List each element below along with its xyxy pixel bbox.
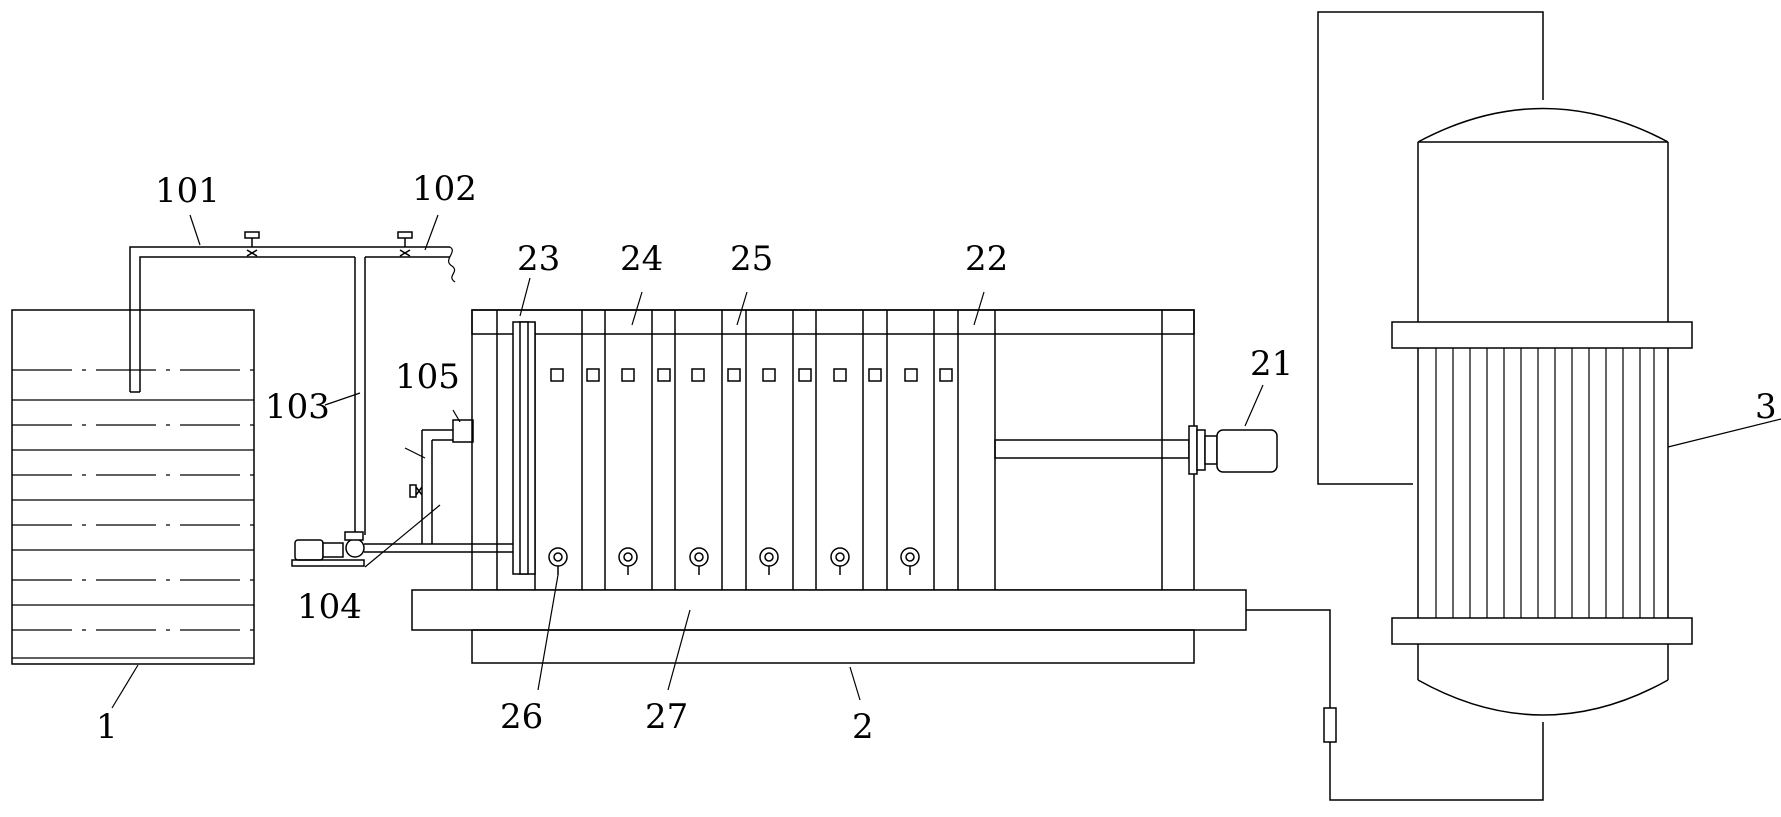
label-102: 102 [412,169,477,209]
label-23: 23 [517,239,560,279]
filter-press [411,309,1247,664]
tower-piping [1246,11,1544,801]
outlet-valves [548,547,920,575]
filter-plates [496,310,1163,590]
valve-101 [244,231,260,257]
tank-liquid-lines [12,369,254,659]
label-24: 24 [620,239,663,279]
label-1: 1 [96,707,118,747]
label-26: 26 [500,697,543,737]
plate-ports [550,368,953,382]
label-22: 22 [965,239,1008,279]
label-105: 105 [395,357,460,397]
label-2: 2 [852,707,874,747]
leader-lines [111,214,1781,709]
valve-102 [397,231,413,257]
storage-tank [11,309,255,665]
part-labels: 1 101 102 103 104 105 23 24 25 22 21 3 2… [96,169,1777,747]
tube-bundle [1435,348,1655,618]
label-103: 103 [265,387,330,427]
pump [291,531,515,567]
label-25: 25 [730,239,773,279]
label-101: 101 [155,171,220,211]
label-104: 104 [297,587,362,627]
motor [1188,425,1278,475]
inlet-piping [129,231,456,535]
feed-box [404,419,474,544]
label-3: 3 [1755,387,1777,427]
heat-exchanger-tower [1391,107,1693,716]
label-21: 21 [1250,344,1293,384]
label-27: 27 [645,697,688,737]
